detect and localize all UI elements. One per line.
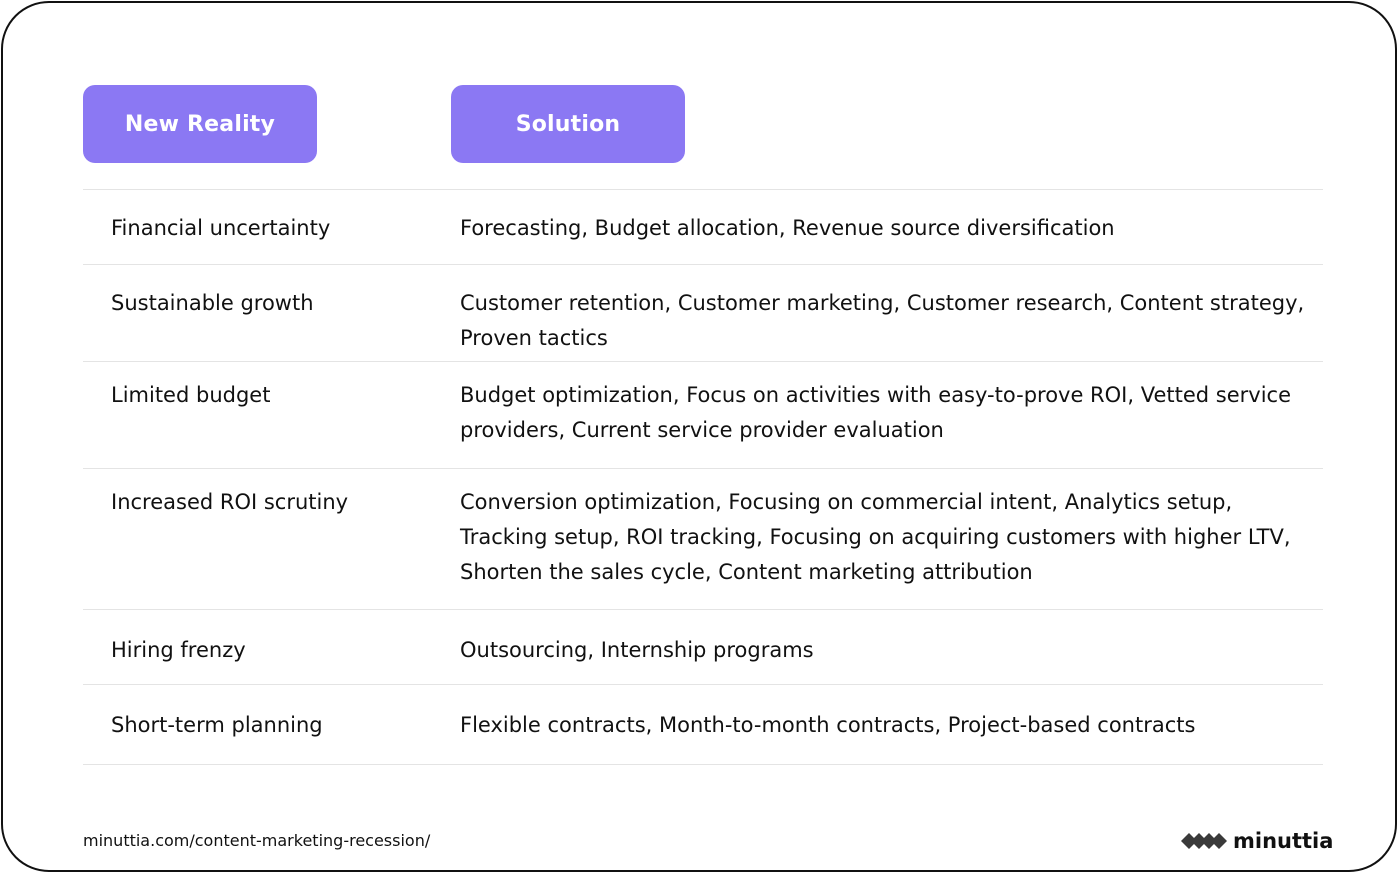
table-row: Increased ROI scrutiny Conversion optimi…: [83, 469, 1323, 610]
table-row: Financial uncertainty Forecasting, Budge…: [83, 190, 1323, 265]
table-row: Limited budget Budget optimization, Focu…: [83, 362, 1323, 469]
row-solution: Conversion optimization, Focusing on com…: [460, 490, 1291, 584]
table-row: Short-term planning Flexible contracts, …: [83, 685, 1323, 765]
row-problem: Increased ROI scrutiny: [111, 490, 349, 514]
row-solution: Customer retention, Customer marketing, …: [460, 291, 1305, 350]
table-row: Hiring frenzy Outsourcing, Internship pr…: [83, 610, 1323, 685]
row-problem: Sustainable growth: [111, 291, 314, 315]
row-problem: Limited budget: [111, 383, 271, 407]
row-problem: Short-term planning: [111, 713, 323, 737]
row-problem: Hiring frenzy: [111, 638, 246, 662]
reality-solution-table: Financial uncertainty Forecasting, Budge…: [83, 189, 1323, 765]
row-solution: Outsourcing, Internship programs: [460, 638, 814, 662]
brand-logo: minuttia: [1181, 829, 1333, 853]
minuttia-logo-icon: [1181, 833, 1227, 849]
source-url[interactable]: minuttia.com/content-marketing-recession…: [83, 831, 431, 850]
solution-header: Solution: [451, 85, 685, 163]
row-solution: Forecasting, Budget allocation, Revenue …: [460, 216, 1115, 240]
table-row: Sustainable growth Customer retention, C…: [83, 265, 1323, 362]
row-problem: Financial uncertainty: [111, 216, 331, 240]
new-reality-header: New Reality: [83, 85, 317, 163]
row-solution: Flexible contracts, Month-to-month contr…: [460, 713, 1196, 737]
brand-name: minuttia: [1233, 829, 1334, 853]
row-solution: Budget optimization, Focus on activities…: [460, 383, 1291, 442]
